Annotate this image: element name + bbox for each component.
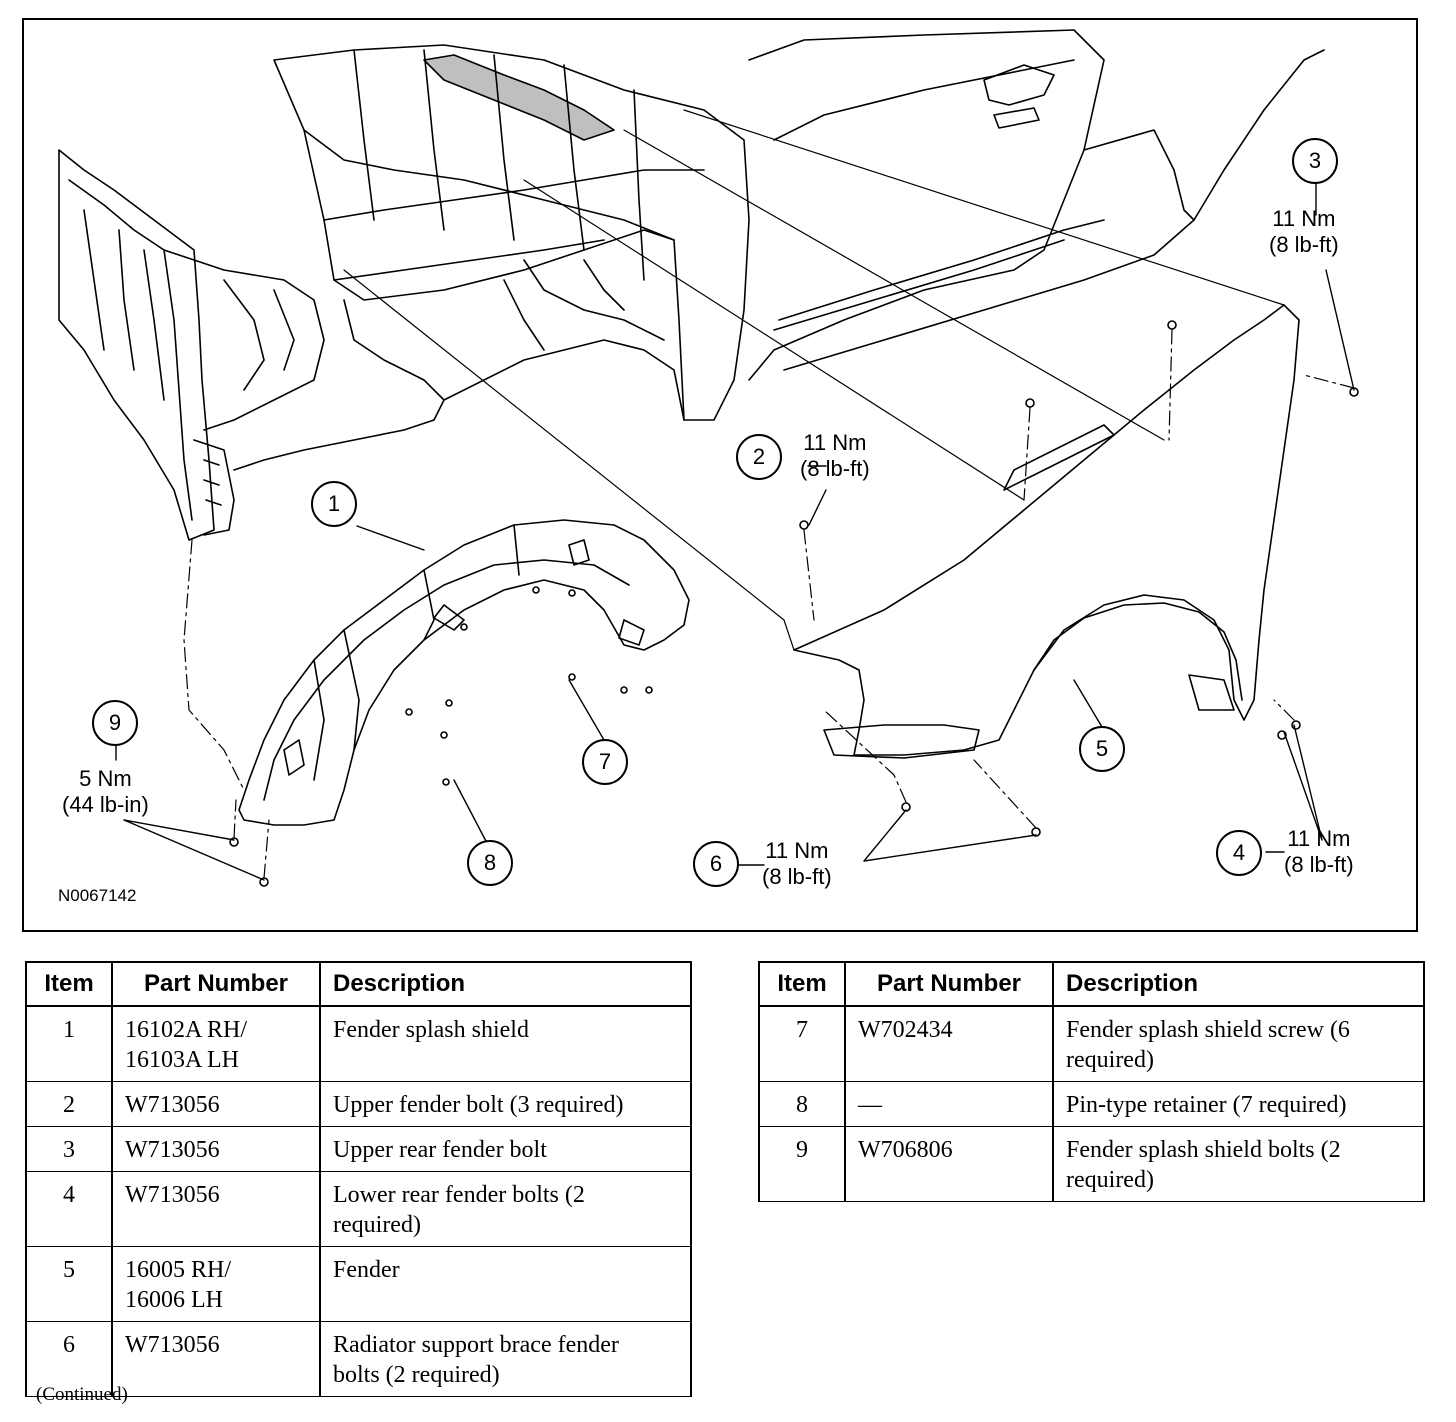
exploded-view-figure: 1 2 11 Nm(8 lb-ft) 3 11 Nm(8 lb-ft) 4 11…: [22, 18, 1418, 932]
cell-item: 2: [25, 1081, 113, 1127]
header-item: Item: [758, 961, 846, 1007]
callout-item-5: 5: [1079, 726, 1125, 772]
cell-part-number: 16102A RH/ 16103A LH: [111, 1005, 321, 1082]
cell-part-number: 16005 RH/ 16006 LH: [111, 1246, 321, 1322]
cell-description: Fender splash shield bolts (2 required): [1052, 1126, 1425, 1202]
cell-item: 1: [25, 1005, 113, 1082]
fasteners: [229, 320, 1359, 887]
callout-item-6: 6: [693, 841, 739, 887]
cell-part-number: W713056: [111, 1126, 321, 1172]
fender-assembly-drawing: [58, 29, 1359, 887]
fender-splash-shield: [238, 519, 690, 826]
callout-item-8: 8: [467, 840, 513, 886]
cell-description: Upper fender bolt (3 required): [319, 1081, 692, 1127]
vehicle-body-structure: [58, 29, 1325, 541]
cell-part-number: W713056: [111, 1171, 321, 1247]
table-header-row: Item Part Number Description: [25, 961, 692, 1007]
leader-lines: [115, 182, 1355, 881]
cell-item: 8: [758, 1081, 846, 1127]
header-item: Item: [25, 961, 113, 1007]
cell-part-number: W713056: [111, 1081, 321, 1127]
cell-item: 7: [758, 1005, 846, 1082]
cell-description: Lower rear fender bolts (2 required): [319, 1171, 692, 1247]
fender: [793, 304, 1300, 759]
cell-description: Radiator support brace fender bolts (2 r…: [319, 1321, 692, 1397]
table-row: 8—Pin-type retainer (7 required): [758, 1081, 1425, 1127]
cell-item: 9: [758, 1126, 846, 1202]
cell-description: Upper rear fender bolt: [319, 1126, 692, 1172]
cell-part-number: W706806: [844, 1126, 1054, 1202]
cell-part-number: W702434: [844, 1005, 1054, 1082]
torque-label-item-6: 11 Nm(8 lb-ft): [762, 838, 832, 889]
cell-description: Fender splash shield screw (6 required): [1052, 1005, 1425, 1082]
callout-item-2: 2: [736, 434, 782, 480]
figure-id-label: N0067142: [58, 886, 137, 905]
cell-item: 5: [25, 1246, 113, 1322]
alignment-lines: [183, 329, 1355, 879]
torque-label-item-9: 5 Nm(44 lb-in): [62, 766, 149, 817]
table-header-row: Item Part Number Description: [758, 961, 1425, 1007]
cell-item: 6: [25, 1321, 113, 1397]
cell-part-number: W713056: [111, 1321, 321, 1397]
cell-item: 4: [25, 1171, 113, 1247]
cell-description: Fender splash shield: [319, 1005, 692, 1082]
reference-lines: [343, 109, 1285, 651]
torque-label-item-2: 11 Nm(8 lb-ft): [800, 430, 870, 481]
callout-item-7: 7: [582, 739, 628, 785]
callout-item-3: 3: [1292, 138, 1338, 184]
cell-part-number: —: [844, 1081, 1054, 1127]
header-description: Description: [1052, 961, 1425, 1007]
continued-note: (Continued): [36, 1384, 128, 1405]
cell-item: 3: [25, 1126, 113, 1172]
cell-description: Fender: [319, 1246, 692, 1322]
header-description: Description: [319, 961, 692, 1007]
header-part-number: Part Number: [844, 961, 1054, 1007]
callout-item-4: 4: [1216, 830, 1262, 876]
torque-label-item-3: 11 Nm(8 lb-ft): [1269, 206, 1339, 257]
header-part-number: Part Number: [111, 961, 321, 1007]
callout-item-9: 9: [92, 700, 138, 746]
torque-label-item-4: 11 Nm(8 lb-ft): [1284, 826, 1354, 877]
cell-description: Pin-type retainer (7 required): [1052, 1081, 1425, 1127]
callout-item-1: 1: [311, 481, 357, 527]
